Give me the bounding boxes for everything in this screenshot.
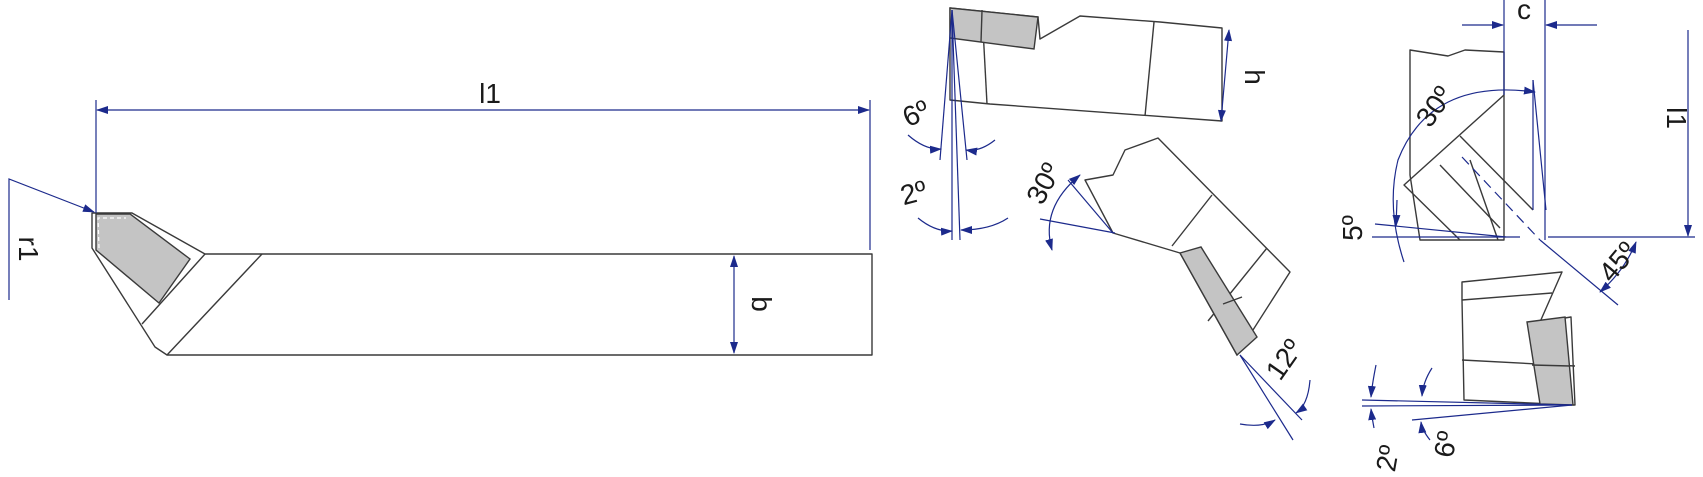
angle-2-top-label: 2º (897, 175, 930, 212)
right-view-centerline (1461, 156, 1541, 241)
bottom-insert-split (1531, 364, 1571, 367)
angle-6-arc-right (965, 139, 996, 156)
bottom-insert (1526, 316, 1574, 406)
angle-6-bottom-arc-top (1418, 367, 1433, 397)
bottom-right-view (1361, 271, 1576, 441)
h-dimension-label: h (1239, 69, 1270, 85)
r1-leader (8, 178, 95, 300)
r1-dimension-label: r1 (13, 237, 44, 262)
top-insert-split (980, 10, 983, 43)
angle-12-line-a (1239, 354, 1294, 441)
right-view-line-a (1459, 135, 1534, 211)
angle-6-bottom-label: 6º (1428, 429, 1463, 460)
b-dimension-label: b (746, 296, 777, 312)
bottom-view-outline (1461, 271, 1576, 406)
right-view-chamfer (1403, 94, 1505, 241)
angle-2-line-b (951, 9, 961, 241)
tool-shank-outline (91, 212, 873, 356)
angle-45-line (1539, 239, 1619, 306)
angle-30-right-arrow (1392, 199, 1401, 227)
angle-2-bottom-line-b (1361, 404, 1573, 407)
angle-45-arc (1599, 241, 1637, 293)
right-top-view (1372, 0, 1695, 306)
angle-30-right-line-b (1532, 79, 1547, 211)
tilted-view-edge-a (1171, 194, 1213, 247)
angle-2-bottom-arc-low (1368, 408, 1377, 429)
tilted-view-outline (1084, 137, 1291, 356)
angle-6-line-a (939, 9, 953, 161)
middle-tilted-view (1039, 137, 1311, 441)
angle-6-top-label: 6º (898, 94, 934, 133)
angle-12-arc-lower (1239, 419, 1276, 430)
angle-12-line-b (1239, 354, 1303, 421)
angle-30-mid-line-a (1039, 218, 1116, 234)
angle-6-bottom-line (1411, 404, 1573, 421)
angle-2-arc-right (960, 217, 1009, 234)
tilted-insert-split (1222, 296, 1243, 305)
carbide-insert (95, 213, 191, 305)
insert-hidden-edge (97, 217, 126, 249)
l1-dimension-label: l1 (479, 78, 501, 109)
insert-seat-line (141, 253, 206, 325)
right-view-line-c (1469, 159, 1499, 241)
angle-30-mid-arc (1045, 174, 1081, 251)
top-middle-view (907, 7, 1233, 241)
main-view (8, 100, 873, 356)
c-dimension-label: c (1517, 0, 1531, 25)
angle-2-bottom-line-a (1361, 399, 1573, 406)
right-view-outline (1409, 49, 1505, 241)
shank-chamfer-line (166, 253, 263, 356)
head-view-divider (1144, 21, 1155, 117)
angle-2-arc (917, 217, 953, 236)
angle-5-label: 5º (1337, 215, 1368, 241)
angle-6-arc (907, 134, 942, 154)
angle-2-bottom-label: 2º (1370, 443, 1405, 474)
h-dimension-line (1217, 29, 1233, 122)
angle-30-right-label: 30º (1410, 81, 1459, 133)
tilted-insert (1178, 246, 1258, 357)
head-view-outline (949, 7, 1223, 122)
bottom-view-line-a (1461, 292, 1553, 301)
top-insert (949, 7, 1039, 50)
angle-12-label: 12º (1260, 334, 1309, 386)
l1-right-dimension-label: l1 (1661, 107, 1692, 129)
angle-2-bottom-arc-top (1367, 364, 1377, 398)
angle-6-bottom-arc-low (1418, 421, 1431, 441)
angle-30-mid-label: 30º (1020, 158, 1067, 209)
angle-12-arc (1295, 379, 1311, 414)
angle-6-line-b (951, 9, 968, 161)
